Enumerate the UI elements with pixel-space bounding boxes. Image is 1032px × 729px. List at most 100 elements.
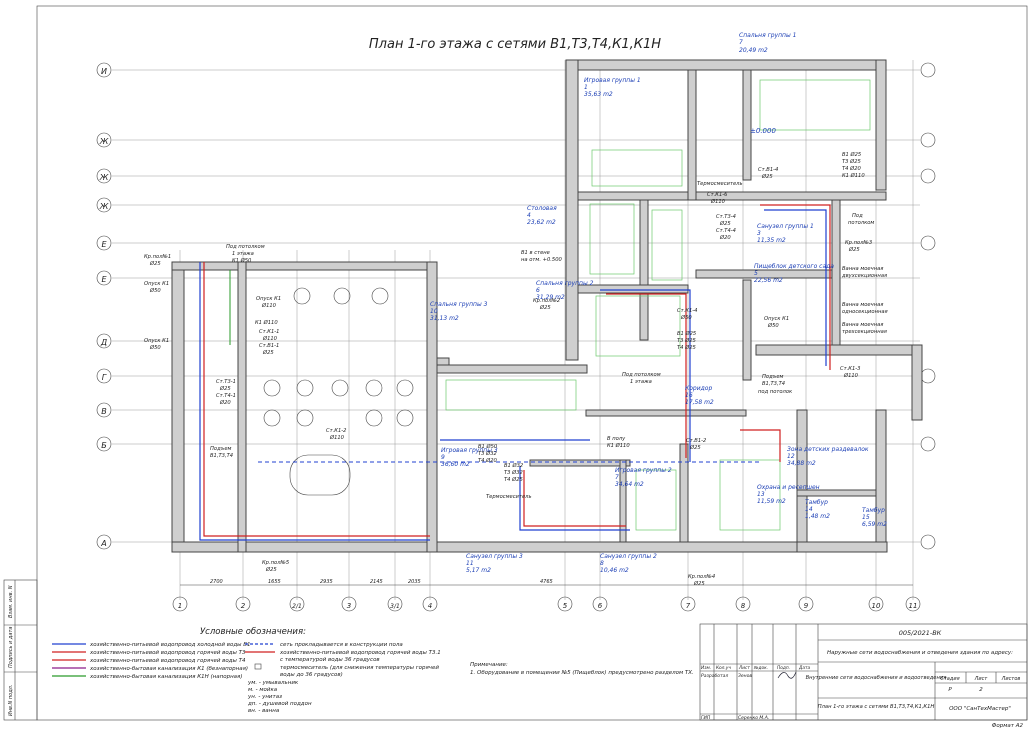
svg-text:В полу: В полу [607,436,626,442]
svg-text:10,46 m2: 10,46 m2 [600,567,629,574]
svg-text:Ø110: Ø110 [262,335,278,342]
svg-text:Ø50: Ø50 [680,314,692,321]
svg-text:Р: Р [948,687,952,693]
svg-text:Санузел группы 2: Санузел группы 2 [600,553,657,560]
svg-text:ун. - унитаз: ун. - унитаз [247,694,282,700]
svg-text:Стадия: Стадия [940,676,959,682]
sheet-frame [36,5,1028,721]
svg-text:Ст.К1-3: Ст.К1-3 [840,366,860,372]
svg-text:Е: Е [101,275,107,284]
svg-text:Ø25: Ø25 [848,246,860,253]
svg-text:Ø25: Ø25 [219,385,231,392]
svg-text:6,59 m2: 6,59 m2 [862,521,887,528]
svg-text:Ø25: Ø25 [761,173,773,180]
svg-text:4: 4 [527,212,531,219]
svg-text:Кр.пол№1: Кр.пол№1 [144,254,171,260]
title-block: 005/2021-ВК Наружные сети водоснабжения … [699,623,1028,729]
svg-text:7: 7 [615,474,619,481]
svg-text:Под потолком: Под потолком [622,372,661,378]
svg-text:Тамбур: Тамбур [862,507,885,514]
svg-text:Ст.Т4-4: Ст.Т4-4 [716,228,736,234]
svg-text:36,60 m2: 36,60 m2 [441,461,470,468]
svg-text:Опуск К1: Опуск К1 [144,281,169,287]
svg-text:Инв.N подл.: Инв.N подл. [8,685,14,716]
svg-text:с температурой воды 36 градусо: с температурой воды 36 градусов [280,657,380,663]
svg-text:дп. - душевой поддон: дп. - душевой поддон [247,701,312,707]
svg-text:Термосмеситель: Термосмеситель [486,494,532,500]
signature [777,671,797,679]
svg-text:Ст.К1-4: Ст.К1-4 [677,308,697,314]
svg-text:8: 8 [741,602,746,610]
svg-text:Ст.Т4-1: Ст.Т4-1 [216,393,236,399]
svg-text:хозяйственно-питьевой водопров: хозяйственно-питьевой водопровод горячей… [89,658,246,664]
svg-text:Подпись и дата: Подпись и дата [8,627,14,668]
svg-text:Ж: Ж [99,137,109,146]
svg-text:35,63 m2: 35,63 m2 [584,91,613,98]
svg-text:Ø50: Ø50 [149,287,161,294]
svg-text:2700: 2700 [210,579,223,585]
svg-text:Под потолком: Под потолком [226,244,265,250]
svg-text:Столовая: Столовая [527,205,557,212]
furniture [263,79,871,531]
svg-text:потолком: потолком [848,220,874,226]
svg-text:11,35 m2: 11,35 m2 [757,237,786,244]
svg-text:Формат А2: Формат А2 [992,723,1024,729]
svg-text:Т4 Ø25: Т4 Ø25 [677,344,697,351]
svg-text:Ø50: Ø50 [767,322,779,329]
svg-text:22,56 m2: 22,56 m2 [754,277,783,284]
svg-text:2/1: 2/1 [292,603,302,610]
svg-text:ум. - умывальник: ум. - умывальник [247,680,299,686]
svg-text:Подп.: Подп. [777,665,790,671]
svg-text:хозяйственно-питьевой водопров: хозяйственно-питьевой водопровод горячей… [279,650,441,656]
svg-text:7: 7 [686,602,691,610]
svg-text:Опуск К1: Опуск К1 [256,296,281,302]
svg-text:11,59 m2: 11,59 m2 [757,498,786,505]
svg-text:5: 5 [754,270,758,277]
svg-text:Е: Е [101,240,107,249]
svg-text:Т4 Ø20: Т4 Ø20 [478,457,498,464]
svg-text:Д: Д [100,338,107,347]
svg-text:Зенов: Зенов [738,673,752,679]
svg-text:Ø25: Ø25 [262,349,274,356]
pipe-annotations: Кр.пол№1 Ø25 Опуск К1 Ø50 Опуск К1 Ø50 П… [144,127,888,587]
svg-text:Игровая группы 1: Игровая группы 1 [584,77,641,84]
svg-text:Кр.пол№2: Кр.пол№2 [533,298,560,304]
svg-text:Ст.Т3-1: Ст.Т3-1 [216,379,236,385]
svg-text:2035: 2035 [408,579,421,585]
svg-text:хозяйственно-питьевой водопров: хозяйственно-питьевой водопровод холодно… [89,642,251,648]
svg-text:Ø25: Ø25 [719,220,731,227]
svg-text:6: 6 [536,287,540,294]
svg-text:№док.: №док. [753,665,768,671]
axis-number-bubbles: 1 2 2/1 3 3/1 4 5 6 7 8 9 10 11 [172,596,921,612]
svg-text:Изм.: Изм. [701,665,711,671]
svg-text:12: 12 [787,453,795,460]
svg-text:Спальня группы 2: Спальня группы 2 [536,280,594,287]
svg-text:Ø25: Ø25 [689,444,701,451]
drawing-title: План 1-го этажа с сетями В1,Т3,Т4,К1,К1Н [369,37,661,52]
svg-text:3: 3 [347,602,351,610]
svg-text:ГИП: ГИП [701,715,711,721]
svg-text:16: 16 [685,392,693,399]
svg-text:1: 1 [178,602,182,610]
svg-text:Игровая группы 2: Игровая группы 2 [615,467,672,474]
svg-text:Подъем: Подъем [210,446,232,452]
svg-text:Т4 Ø20: Т4 Ø20 [842,165,862,172]
svg-text:Ст.К1-2: Ст.К1-2 [326,428,346,434]
svg-text:Санузел группы 3: Санузел группы 3 [466,553,523,560]
svg-text:Г: Г [102,373,107,382]
svg-text:В1 Ø25: В1 Ø25 [677,330,697,337]
svg-text:Примечание:: Примечание: [470,662,508,668]
svg-text:Ст.К1-6: Ст.К1-6 [707,192,728,198]
svg-text:Ø20: Ø20 [219,399,231,406]
svg-text:1 этажа: 1 этажа [232,251,254,257]
svg-text:Тамбур: Тамбур [805,499,828,506]
svg-text:В1,Т3,Т4: В1,Т3,Т4 [210,453,233,459]
svg-text:В1 Ø32: В1 Ø32 [504,462,523,469]
svg-text:9: 9 [441,454,445,461]
svg-text:13: 13 [757,491,765,498]
svg-text:17,58 m2: 17,58 m2 [685,399,714,406]
room-labels: Спальня группы 1 7 20,49 m2 Игровая груп… [430,32,887,574]
svg-text:хозяйственно-питьевой водопров: хозяйственно-питьевой водопровод горячей… [89,650,246,656]
svg-text:Ванна моечная: Ванна моечная [842,302,883,308]
